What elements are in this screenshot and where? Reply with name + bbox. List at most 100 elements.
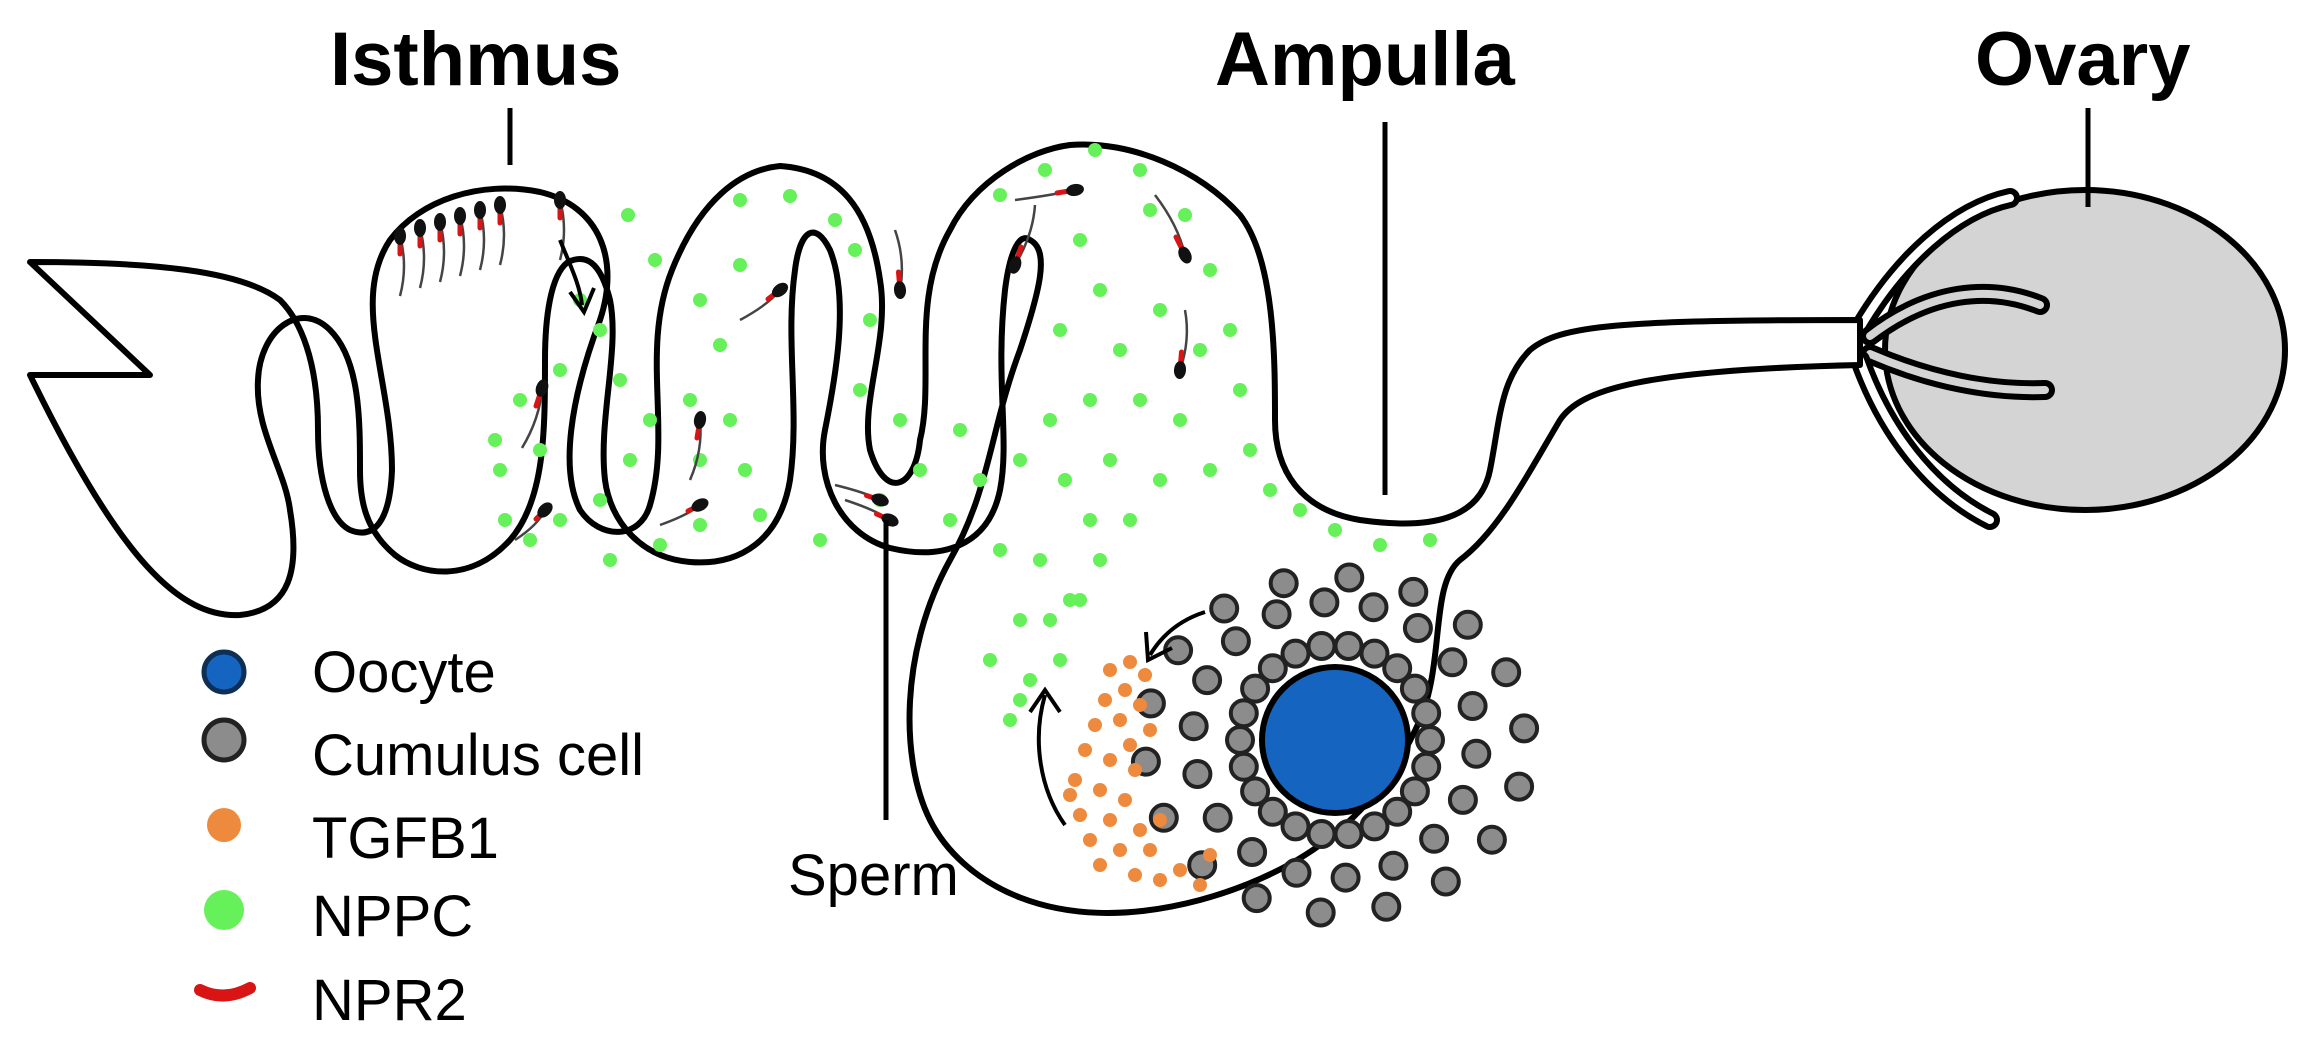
nppc-dot <box>828 213 842 227</box>
nppc-dot <box>1328 523 1342 537</box>
sperm-cell <box>659 498 709 527</box>
sperm-head <box>1173 361 1187 379</box>
cumulus-cell <box>1257 796 1288 827</box>
tgfb1-dot <box>1113 843 1127 857</box>
cumulus-cell <box>1359 638 1390 669</box>
cumulus-cell <box>1399 776 1430 807</box>
nppc-dot <box>1073 233 1087 247</box>
legend-tgfb1-label: TGFB1 <box>312 806 499 871</box>
nppc-dot <box>1093 283 1107 297</box>
nppc-dot <box>553 513 567 527</box>
cumulus-cell <box>1268 568 1299 599</box>
nppc-dot <box>533 443 547 457</box>
sperm-head <box>454 207 466 225</box>
nppc-dot <box>1373 538 1387 552</box>
nppc-dot <box>1093 553 1107 567</box>
fimbria-upper-inner <box>1856 194 2014 332</box>
tgfb1-dot <box>1118 683 1132 697</box>
cumulus-cell <box>1430 866 1461 897</box>
nppc-dot <box>1153 303 1167 317</box>
nppc-dot <box>1173 413 1187 427</box>
nppc-dot <box>553 363 567 377</box>
cumulus-cell <box>1447 784 1478 815</box>
tgfb1-dot <box>1203 848 1217 862</box>
sperm-cell <box>514 502 553 542</box>
nppc-dot <box>863 313 877 327</box>
legend-npr2-swatch <box>194 982 256 1002</box>
cumulus-cell <box>1437 647 1468 678</box>
nppc-dot <box>1013 613 1027 627</box>
cumulus-cell <box>1209 593 1240 624</box>
nppc-dot <box>653 538 667 552</box>
cumulus-cell <box>1280 811 1311 842</box>
nppc-dot <box>593 323 607 337</box>
sperm-cell <box>554 191 566 261</box>
oocyte <box>1259 664 1411 816</box>
cumulus-cell <box>1330 862 1361 893</box>
tgfb1-dot <box>1143 723 1157 737</box>
sperm-cell <box>1014 183 1084 202</box>
nppc-dot <box>1033 553 1047 567</box>
nppc-dot <box>648 253 662 267</box>
tgfb1-dot <box>1128 868 1142 882</box>
nppc-dot <box>1063 593 1077 607</box>
tgfb1-dot <box>1133 823 1147 837</box>
sperm-cell <box>688 411 707 481</box>
sperm-head <box>1066 183 1084 197</box>
fimbria-mid-1-inner <box>1866 289 2044 340</box>
cumulus-cell <box>1415 725 1445 755</box>
sperm-cell <box>893 229 907 299</box>
nppc-dot <box>1133 163 1147 177</box>
nppc-dot <box>1123 513 1137 527</box>
nppc-dot <box>943 513 957 527</box>
cumulus-cell <box>1509 713 1540 744</box>
cumulus-cell <box>1333 631 1364 661</box>
tgfb1-dot <box>1083 833 1097 847</box>
legend-oocyte-label: Oocyte <box>312 640 496 705</box>
legend-nppc-swatch <box>204 890 244 930</box>
nppc-dot <box>1003 713 1017 727</box>
cumulus-arrow-head <box>1144 631 1173 664</box>
tgfb1-dot <box>1113 713 1127 727</box>
nppc-dot <box>1088 143 1102 157</box>
cumulus-cell-group <box>1130 562 1540 928</box>
nppc-dot <box>1043 613 1057 627</box>
nppc-dot <box>693 518 707 532</box>
sperm-head <box>1008 256 1022 274</box>
sperm-cell <box>454 207 466 277</box>
nppc-dot <box>1423 533 1437 547</box>
cumulus-cell <box>1382 653 1413 684</box>
nppc-dot <box>693 293 707 307</box>
sperm-head <box>414 219 426 237</box>
tgfb1-dot <box>1193 878 1207 892</box>
tgfb1-arrow-head <box>1028 686 1062 714</box>
cumulus-cell <box>1398 576 1429 607</box>
nppc-dot <box>913 463 927 477</box>
cumulus-cell <box>1306 819 1337 849</box>
cumulus-cell <box>1334 562 1365 593</box>
sperm-cell <box>1008 204 1037 274</box>
cumulus-cell <box>1382 796 1413 827</box>
cumulus-cell <box>1202 802 1233 833</box>
legend-nppc-label: NPPC <box>312 884 473 949</box>
tgfb1-dot <box>1078 743 1092 757</box>
nppc-dot <box>1013 693 1027 707</box>
cumulus-cell <box>1261 599 1292 630</box>
sperm-head <box>1178 246 1192 264</box>
tgfb1-dot <box>1123 738 1137 752</box>
ampulla-label: Ampulla <box>1215 17 1516 102</box>
legend-oocyte-swatch <box>201 649 247 695</box>
nppc-dot <box>493 463 507 477</box>
nppc-dot <box>603 553 617 567</box>
nppc-dot <box>738 463 752 477</box>
sperm-cell <box>394 227 406 297</box>
nppc-dot <box>753 508 767 522</box>
tgfb1-dot-group <box>1063 655 1217 892</box>
nppc-dot <box>498 513 512 527</box>
nppc-dot-group <box>488 143 1437 727</box>
nppc-dot <box>1073 593 1087 607</box>
nppc-dot <box>1143 203 1157 217</box>
nppc-dot <box>488 433 502 447</box>
tgfb1-dot <box>1133 698 1147 712</box>
